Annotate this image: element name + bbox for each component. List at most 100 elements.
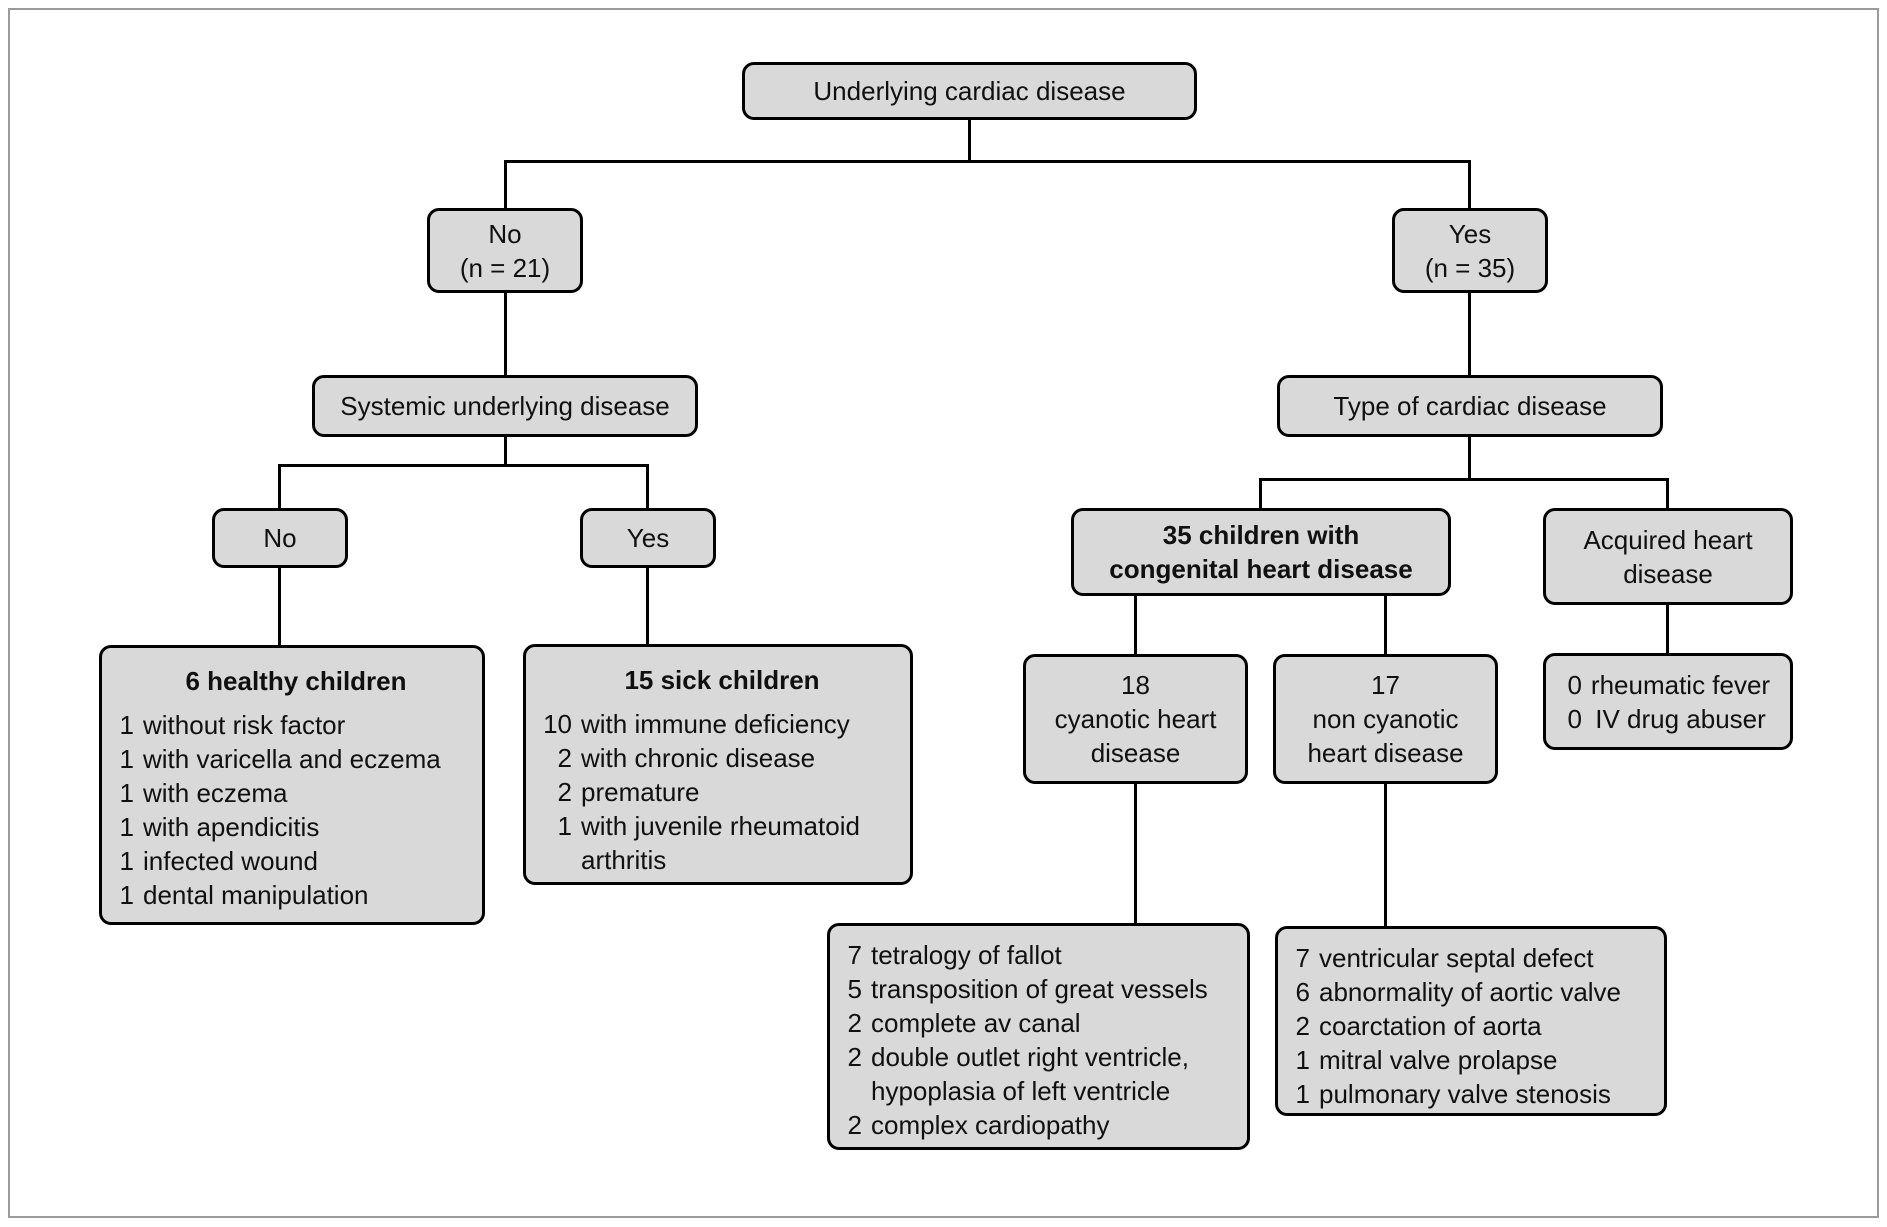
connector-line bbox=[1666, 605, 1669, 653]
connector-line bbox=[1384, 596, 1387, 654]
item-count: 1 bbox=[1295, 1045, 1310, 1075]
item-count: 1 bbox=[119, 778, 134, 808]
item-count: 7 bbox=[847, 940, 862, 970]
connector-line bbox=[504, 293, 507, 375]
list-item: 1 mitral valve prolapse bbox=[1294, 1043, 1656, 1077]
connector-line bbox=[1468, 293, 1471, 375]
node-acquired-detail: 0 rheumatic fever 0 IV drug abuser bbox=[1543, 653, 1793, 750]
list-item: 2 complex cardiopathy bbox=[846, 1108, 1239, 1142]
node-label: disease bbox=[1623, 558, 1713, 589]
node-systemic-underlying-disease: Systemic underlying disease bbox=[312, 375, 698, 437]
item-count: 1 bbox=[119, 710, 134, 740]
node-congenital-heart-disease: 35 children with congenital heart diseas… bbox=[1071, 508, 1451, 596]
list-item: hypoplasia of left ventricle bbox=[846, 1074, 1239, 1108]
item-text: coarctation of aorta bbox=[1319, 1011, 1542, 1041]
node-acquired-heart-disease: Acquired heart disease bbox=[1543, 508, 1793, 605]
list-item: 1 with varicella and eczema bbox=[118, 742, 474, 776]
list-item: 2 premature bbox=[542, 775, 902, 809]
connector-line bbox=[646, 464, 649, 508]
item-count: 2 bbox=[557, 743, 572, 773]
item-text: tetralogy of fallot bbox=[871, 940, 1062, 970]
item-count: 2 bbox=[847, 1042, 862, 1072]
node-label: Systemic underlying disease bbox=[340, 391, 670, 421]
node-label: Underlying cardiac disease bbox=[813, 76, 1126, 106]
connector-line bbox=[278, 464, 281, 508]
node-sublabel: (n = 21) bbox=[459, 252, 551, 283]
node-underlying-cardiac-disease: Underlying cardiac disease bbox=[742, 62, 1197, 120]
connector-line bbox=[1259, 478, 1669, 481]
connector-line bbox=[968, 120, 971, 163]
connector-line bbox=[1259, 478, 1262, 508]
connector-line bbox=[278, 464, 649, 467]
list-item: 7 ventricular septal defect bbox=[1294, 941, 1656, 975]
item-text: ventricular septal defect bbox=[1319, 943, 1594, 973]
list-item: 1 with apendicitis bbox=[118, 810, 474, 844]
connector-line bbox=[504, 160, 1471, 163]
node-systemic-no: No bbox=[212, 508, 348, 568]
item-text: complete av canal bbox=[871, 1008, 1081, 1038]
item-count: 1 bbox=[119, 744, 134, 774]
node-label: Yes bbox=[1448, 218, 1492, 249]
item-count: 1 bbox=[119, 812, 134, 842]
node-label: non cyanotic bbox=[1312, 704, 1459, 734]
list-item: arthritis bbox=[542, 843, 902, 877]
item-text: double outlet right ventricle, bbox=[871, 1042, 1189, 1072]
list-item: 0 rheumatic fever bbox=[1566, 668, 1770, 702]
item-text: with varicella and eczema bbox=[143, 744, 441, 774]
node-title: 6 healthy children bbox=[185, 666, 407, 696]
item-text: complex cardiopathy bbox=[871, 1110, 1110, 1140]
node-label: cyanotic heart bbox=[1054, 704, 1217, 734]
item-text: hypoplasia of left ventricle bbox=[871, 1076, 1171, 1106]
node-label: heart disease bbox=[1307, 738, 1464, 768]
node-no-n21: No (n = 21) bbox=[427, 208, 583, 293]
connector-line bbox=[1468, 437, 1471, 481]
item-text: with juvenile rheumatoid bbox=[581, 811, 860, 841]
item-text: with apendicitis bbox=[143, 812, 320, 842]
item-text: premature bbox=[581, 777, 700, 807]
item-text: with eczema bbox=[143, 778, 288, 808]
item-count: 2 bbox=[847, 1110, 862, 1140]
item-text: transposition of great vessels bbox=[871, 974, 1208, 1004]
item-count: 0 bbox=[1567, 703, 1582, 734]
item-count bbox=[542, 843, 572, 877]
item-count: 1 bbox=[1295, 1079, 1310, 1109]
connector-line bbox=[504, 160, 507, 208]
connector-line bbox=[1666, 478, 1669, 508]
item-count: 1 bbox=[557, 811, 572, 841]
item-count: 0 bbox=[1567, 669, 1582, 700]
item-text: IV drug abuser bbox=[1595, 703, 1766, 734]
node-sublabel: (n = 35) bbox=[1424, 252, 1516, 283]
connector-line bbox=[1384, 784, 1387, 926]
connector-line bbox=[1468, 160, 1471, 208]
item-text: mitral valve prolapse bbox=[1319, 1045, 1558, 1075]
list-item: 0 IV drug abuser bbox=[1566, 702, 1770, 736]
item-text: abnormality of aortic valve bbox=[1319, 977, 1622, 1007]
connector-line bbox=[646, 568, 649, 644]
item-count: 2 bbox=[557, 777, 572, 807]
list-item: 1 with juvenile rheumatoid bbox=[542, 809, 902, 843]
node-label: 35 children with bbox=[1162, 520, 1360, 550]
item-count: 2 bbox=[847, 1008, 862, 1038]
item-count: 1 bbox=[119, 846, 134, 876]
node-count: 18 bbox=[1121, 670, 1150, 700]
item-text: arthritis bbox=[581, 845, 667, 875]
node-label: No bbox=[263, 523, 297, 553]
node-title: 15 sick children bbox=[624, 665, 820, 695]
item-text: with immune deficiency bbox=[581, 709, 850, 739]
connector-line bbox=[278, 568, 281, 645]
figure-frame bbox=[8, 8, 1879, 1218]
node-label: Type of cardiac disease bbox=[1333, 391, 1607, 421]
item-text: rheumatic fever bbox=[1590, 669, 1771, 700]
item-count: 7 bbox=[1295, 943, 1310, 973]
connector-line bbox=[1134, 596, 1137, 654]
node-label: Yes bbox=[626, 523, 670, 553]
